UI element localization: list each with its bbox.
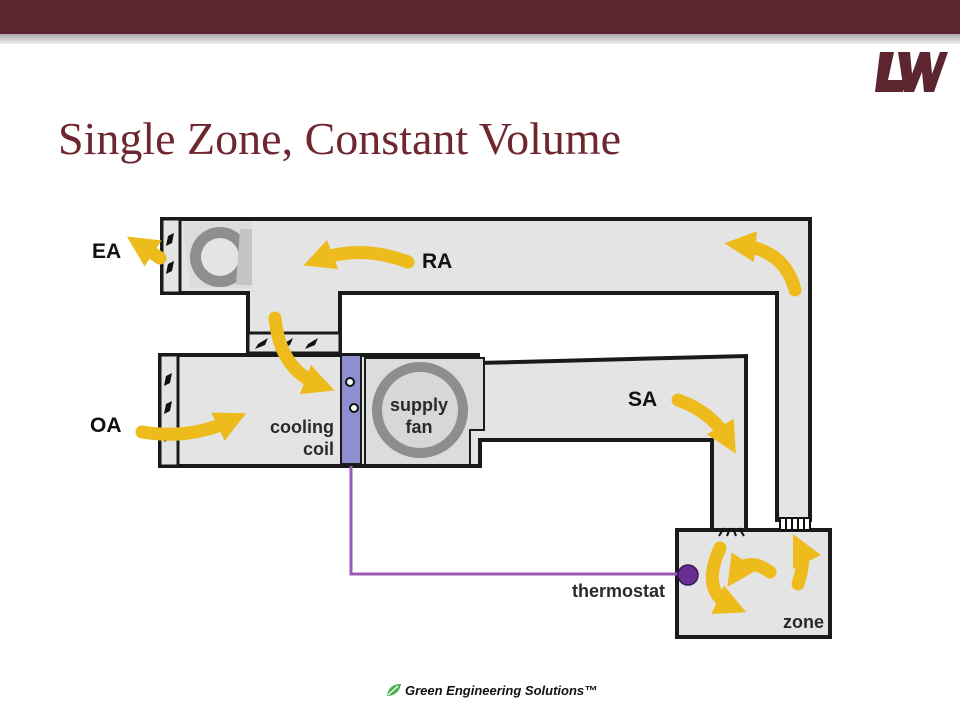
return-exhaust-duct xyxy=(160,217,812,522)
cooling-coil-label-line2: coil xyxy=(303,439,334,459)
supply-air-label: SA xyxy=(628,388,657,411)
header-bar-shadow xyxy=(0,34,960,44)
zone-label: zone xyxy=(783,612,824,632)
outdoor-air-label: OA xyxy=(90,414,122,437)
supply-air-arrow xyxy=(671,393,736,454)
slide-title: Single Zone, Constant Volume xyxy=(58,113,622,164)
exhaust-air-arrow xyxy=(126,236,167,267)
return-grille-icon xyxy=(779,517,811,531)
return-air-label: RA xyxy=(422,250,452,273)
supply-fan-label-line1: supply xyxy=(390,395,448,415)
supply-diffuser-icon xyxy=(718,527,745,537)
thermostat-sensor xyxy=(677,564,699,586)
return-riser-arrow xyxy=(724,231,802,297)
supply-fan-label-line2: fan xyxy=(406,417,433,437)
return-fan xyxy=(183,222,252,288)
exhaust-air-label: EA xyxy=(92,240,121,263)
footer-text: Green Engineering Solutions™ xyxy=(405,682,598,698)
control-wire xyxy=(349,466,680,576)
leaf-icon xyxy=(387,684,401,696)
thermostat-label: thermostat xyxy=(572,581,665,601)
return-air-arrow xyxy=(303,239,415,270)
header-bar xyxy=(0,0,960,34)
zone-airflow-arrow-1 xyxy=(705,541,747,615)
airflow-arrows xyxy=(126,231,821,615)
outdoor-air-arrow xyxy=(135,412,247,441)
zone-airflow-arrow-3 xyxy=(791,534,821,591)
zone-airflow-arrow-2 xyxy=(727,552,777,587)
lw-logo xyxy=(875,52,948,92)
recirculation-damper xyxy=(246,331,342,355)
supply-fan xyxy=(364,357,485,466)
exhaust-damper-blades-icon xyxy=(166,233,174,274)
recirculation-arrow xyxy=(268,311,335,395)
coil-valve-icon xyxy=(345,377,359,413)
cooling-coil-label-line1: cooling xyxy=(270,417,334,437)
footer: Green Engineering Solutions™ xyxy=(386,680,597,700)
